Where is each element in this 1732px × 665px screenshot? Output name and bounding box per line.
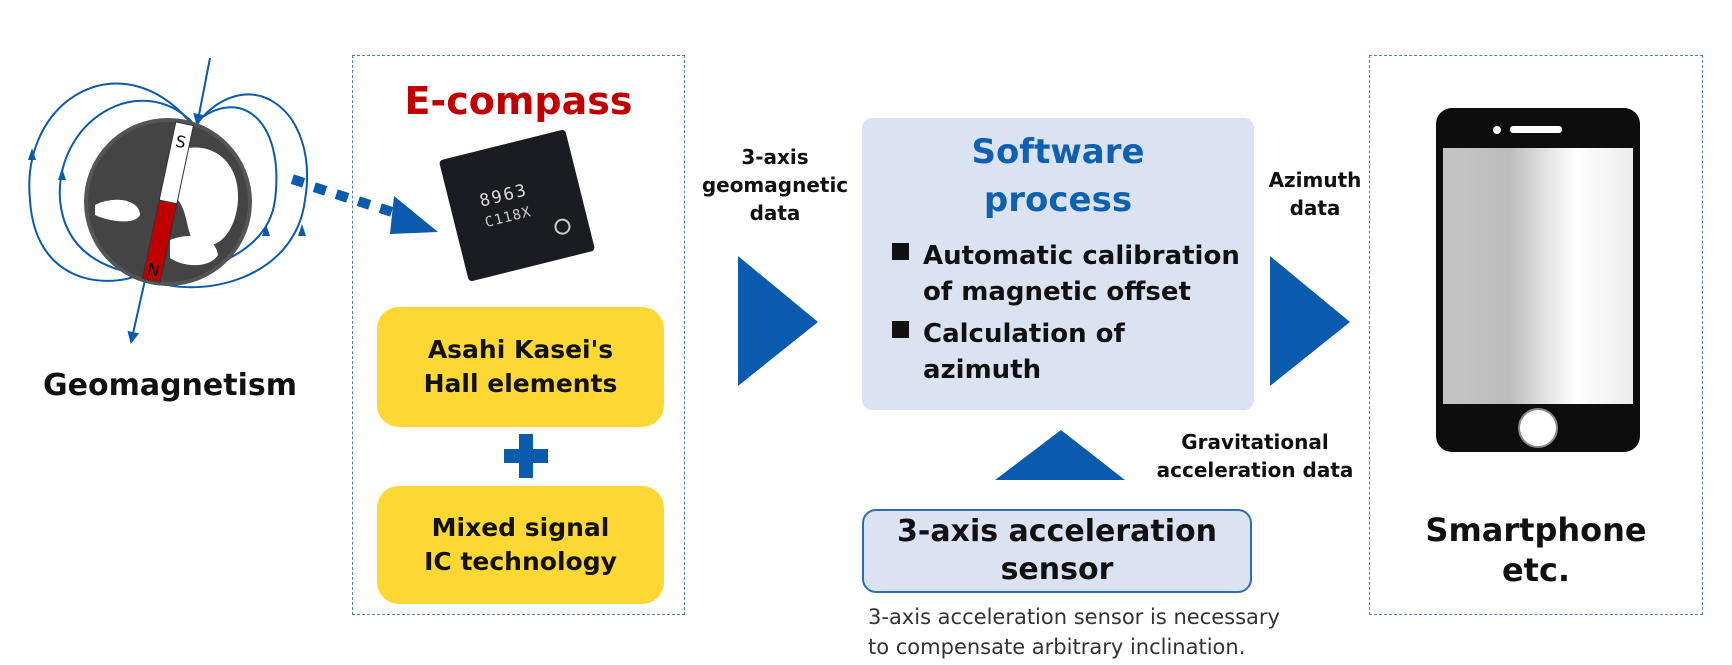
- right-arrow-icon: [1270, 256, 1350, 386]
- mixed-signal-line2: IC technology: [424, 547, 617, 576]
- azimuth-data-label: Azimuth data: [1255, 166, 1375, 222]
- note-line2: to compensate arbitrary inclination.: [868, 635, 1246, 659]
- software-process-box: Software process Automatic calibration o…: [862, 118, 1254, 410]
- bullet-text-line: of magnetic offset: [923, 277, 1191, 307]
- geomagnetic-data-line3: data: [749, 201, 801, 225]
- geomagnetic-data-label: 3-axis geomagnetic data: [690, 143, 860, 227]
- geomagnetism-label: Geomagnetism: [42, 368, 297, 403]
- plus-icon: [504, 434, 548, 478]
- accel-sensor-line1: 3-axis acceleration: [897, 514, 1217, 549]
- gravitational-data-line1: Gravitational: [1181, 430, 1329, 454]
- accel-sensor-line2: sensor: [1000, 552, 1114, 587]
- home-button-icon: [1518, 408, 1558, 448]
- software-title-line2: process: [983, 180, 1133, 220]
- bullet-text-line: Automatic calibration: [923, 241, 1240, 271]
- software-process-title: Software process: [862, 128, 1254, 224]
- magnet-south-label: S: [174, 131, 188, 152]
- software-title-line1: Software: [971, 132, 1145, 172]
- ecompass-title: E-compass: [404, 79, 633, 123]
- magnet-north-label: N: [146, 259, 162, 280]
- acceleration-sensor-box: 3-axis acceleration sensor: [862, 509, 1252, 593]
- right-arrow-icon: [738, 256, 818, 386]
- gravitational-data-label: Gravitational acceleration data: [1140, 428, 1370, 484]
- phone-screen: [1443, 148, 1633, 404]
- smartphone-label: Smartphone etc.: [1369, 510, 1703, 590]
- azimuth-data-line2: data: [1289, 196, 1341, 220]
- geomagnetic-data-line2: geomagnetic: [701, 173, 849, 197]
- software-bullet-azimuth: Calculation of azimuth: [892, 316, 1125, 388]
- hall-elements-line2: Hall elements: [423, 369, 618, 398]
- hall-elements-line1: Asahi Kasei's: [427, 335, 614, 364]
- smartphone-panel: [1369, 55, 1703, 615]
- bullet-square-icon: [892, 321, 909, 338]
- gravitational-data-line2: acceleration data: [1156, 458, 1354, 482]
- smartphone-label-line1: Smartphone: [1425, 511, 1647, 549]
- geomagnetic-data-line1: 3-axis: [741, 145, 809, 169]
- smartphone-label-line2: etc.: [1501, 551, 1571, 589]
- note-line1: 3-axis acceleration sensor is necessary: [868, 605, 1280, 629]
- field-arrow-markers: [28, 148, 306, 236]
- bar-magnet-icon: S N: [141, 121, 195, 283]
- azimuth-data-line1: Azimuth: [1268, 168, 1362, 192]
- smartphone-icon: [1436, 108, 1640, 452]
- hall-elements-box: Asahi Kasei's Hall elements: [377, 307, 664, 427]
- mixed-signal-box: Mixed signal IC technology: [377, 486, 664, 604]
- chip-pin1-mark: [552, 216, 573, 237]
- software-bullet-calibration: Automatic calibration of magnetic offset: [892, 238, 1240, 310]
- bullet-square-icon: [892, 243, 909, 260]
- ecompass-panel: [352, 55, 685, 615]
- bullet-text-line: azimuth: [923, 355, 1042, 385]
- up-arrow-icon: [995, 430, 1125, 480]
- mixed-signal-line1: Mixed signal: [431, 513, 610, 542]
- dotted-arrow-icon: [290, 174, 438, 234]
- earth-magnetic-field-icon: S N: [28, 57, 308, 344]
- acceleration-sensor-note: 3-axis acceleration sensor is necessary …: [868, 602, 1280, 662]
- bullet-text-line: Calculation of: [923, 319, 1125, 349]
